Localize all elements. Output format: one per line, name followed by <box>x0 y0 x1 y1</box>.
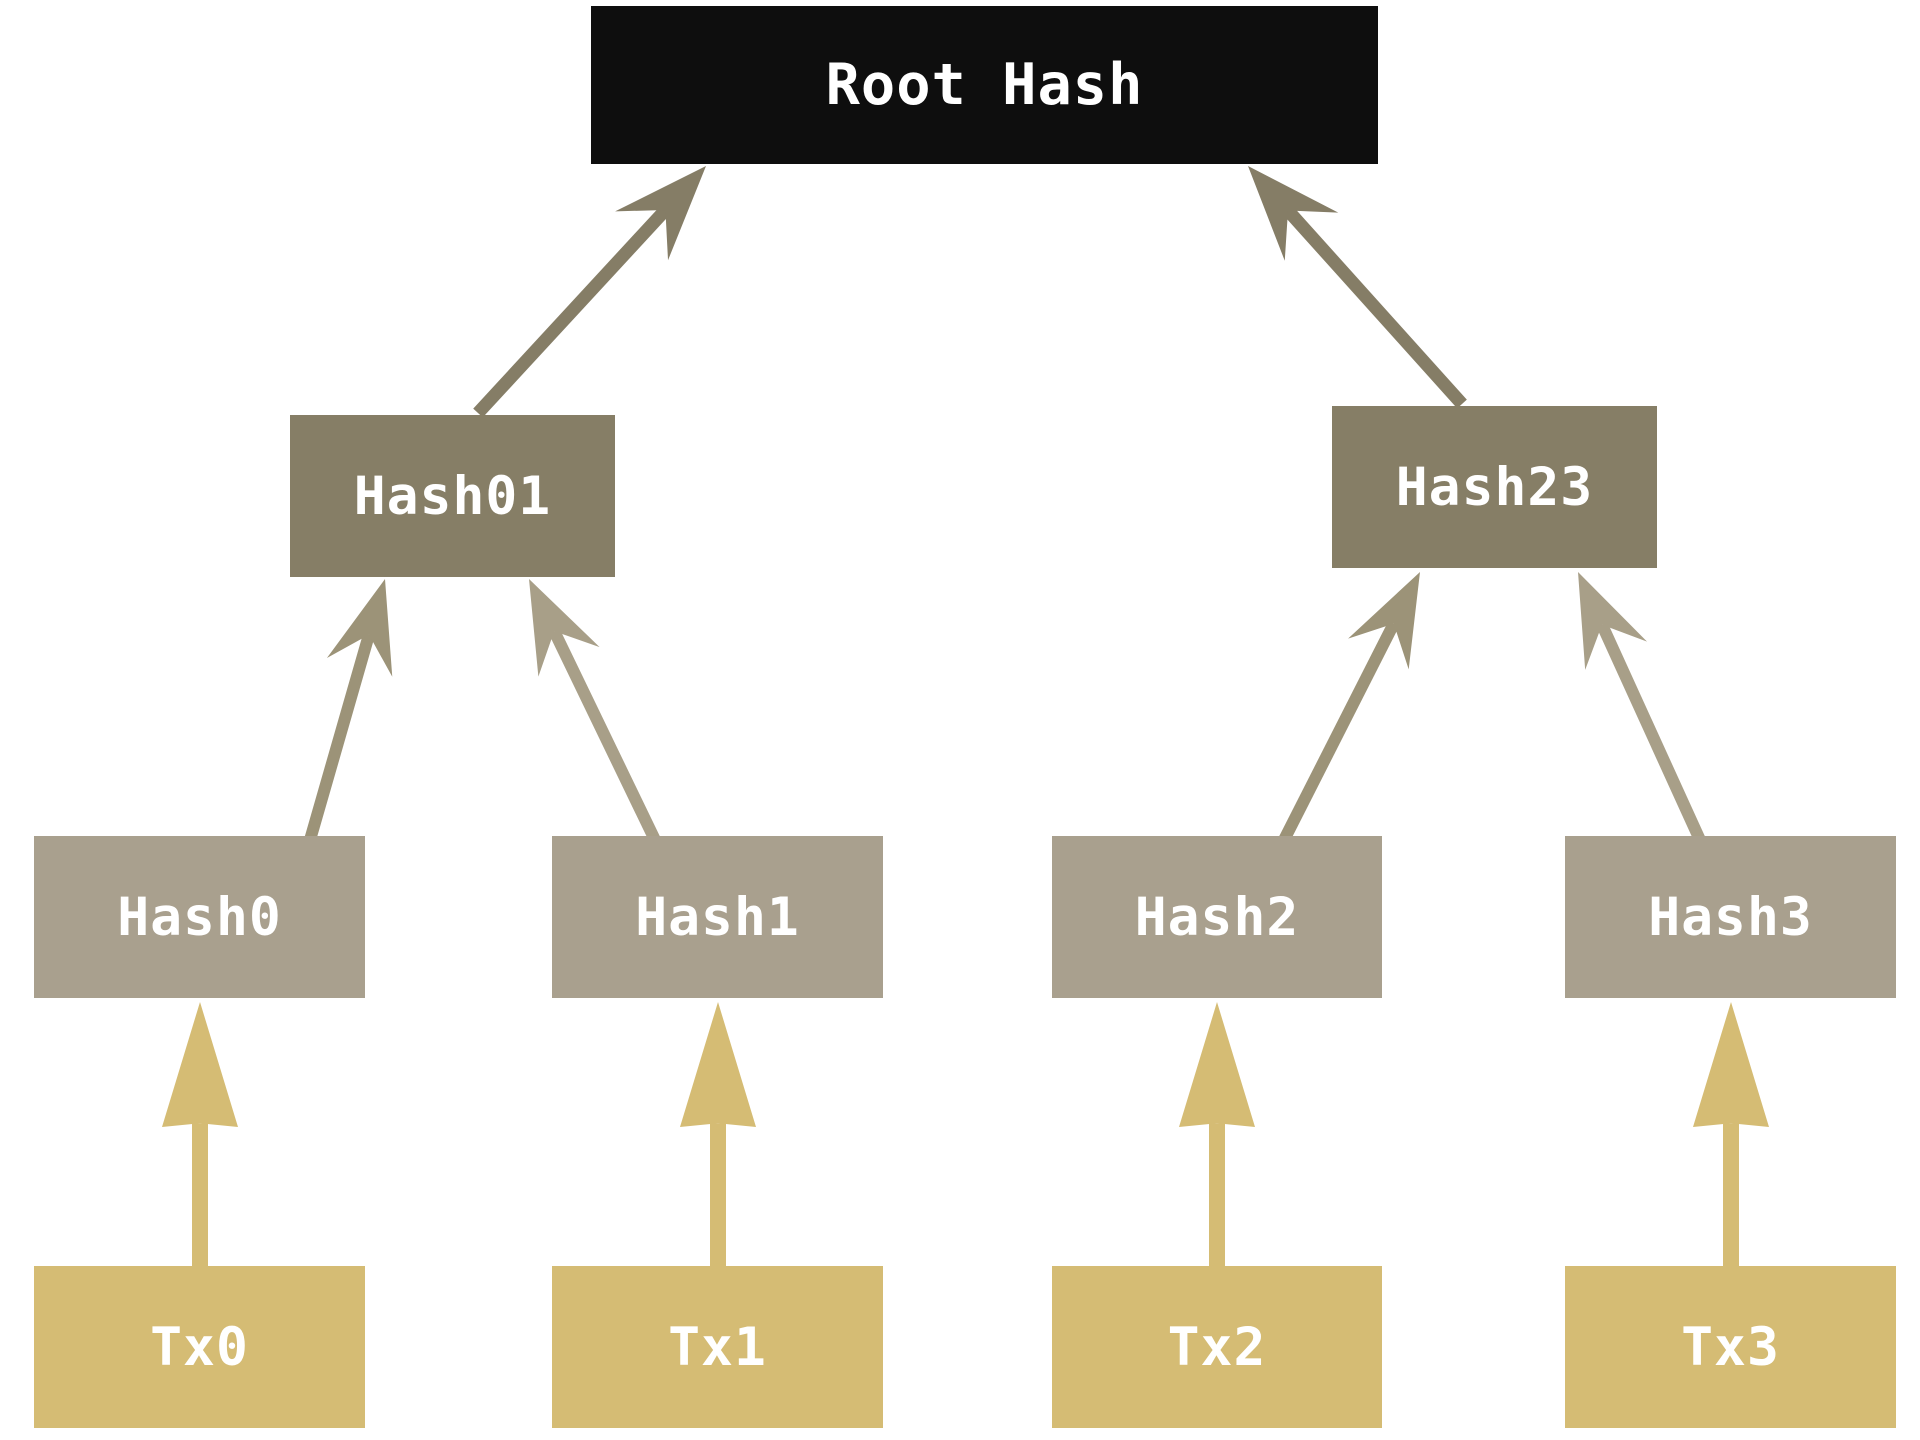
node-tx0: Tx0 <box>34 1266 365 1428</box>
arrowhead-hash2-to-hash23 <box>1348 572 1420 670</box>
arrow-shaft-hash0-to-hash01 <box>304 633 375 842</box>
node-hash3: Hash3 <box>1565 836 1896 998</box>
arrowhead-hash0-to-hash01 <box>326 579 393 677</box>
arrowhead-tx3-to-hash3 <box>1693 1002 1769 1127</box>
arrowhead-hash23-to-root <box>1248 166 1339 261</box>
arrowhead-hash01-to-root <box>615 166 706 261</box>
arrowhead-tx2-to-hash2 <box>1179 1002 1255 1127</box>
node-hash0: Hash0 <box>34 836 365 998</box>
arrowhead-tx0-to-hash0 <box>162 1002 238 1127</box>
arrowhead-hash3-to-hash23 <box>1578 572 1648 670</box>
node-tx3: Tx3 <box>1565 1266 1896 1428</box>
arrow-shaft-hash2-to-hash23 <box>1278 620 1400 843</box>
arrow-shaft-hash1-to-hash01 <box>548 628 661 843</box>
node-hash1: Hash1 <box>552 836 883 998</box>
node-root-hash: Root Hash <box>591 6 1378 164</box>
arrow-shaft-hash01-to-root <box>473 205 671 418</box>
node-hash23: Hash23 <box>1332 406 1657 568</box>
node-hash01: Hash01 <box>290 415 615 577</box>
node-tx2: Tx2 <box>1052 1266 1382 1428</box>
node-hash2: Hash2 <box>1052 836 1382 998</box>
arrow-shaft-hash23-to-root <box>1283 206 1467 409</box>
arrowhead-tx1-to-hash1 <box>680 1002 756 1127</box>
node-tx1: Tx1 <box>552 1266 883 1428</box>
arrow-shaft-hash3-to-hash23 <box>1596 622 1706 843</box>
arrowhead-hash1-to-hash01 <box>529 579 600 677</box>
